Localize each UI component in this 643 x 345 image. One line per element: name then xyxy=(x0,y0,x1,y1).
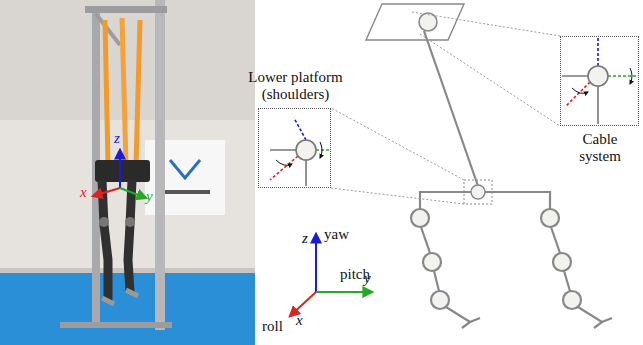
inset-heading: Lower platform (shoulders) xyxy=(239,69,352,103)
axis-label: x xyxy=(80,184,87,200)
axis-label: y xyxy=(364,270,371,286)
axis-label: y xyxy=(146,188,153,204)
schematic xyxy=(270,4,638,328)
inset-box: Lower platform (shoulders) xyxy=(258,108,331,188)
inset-heading: Cable system xyxy=(569,131,631,165)
axis-triad xyxy=(290,234,372,316)
inset-box: Cable system xyxy=(560,36,639,126)
axis-label: roll xyxy=(262,318,283,334)
axis-label: yaw xyxy=(324,226,349,242)
axis-label: z xyxy=(302,230,308,246)
axis-label: x xyxy=(296,312,303,328)
axis-label: z xyxy=(114,130,120,146)
photo xyxy=(0,0,255,345)
